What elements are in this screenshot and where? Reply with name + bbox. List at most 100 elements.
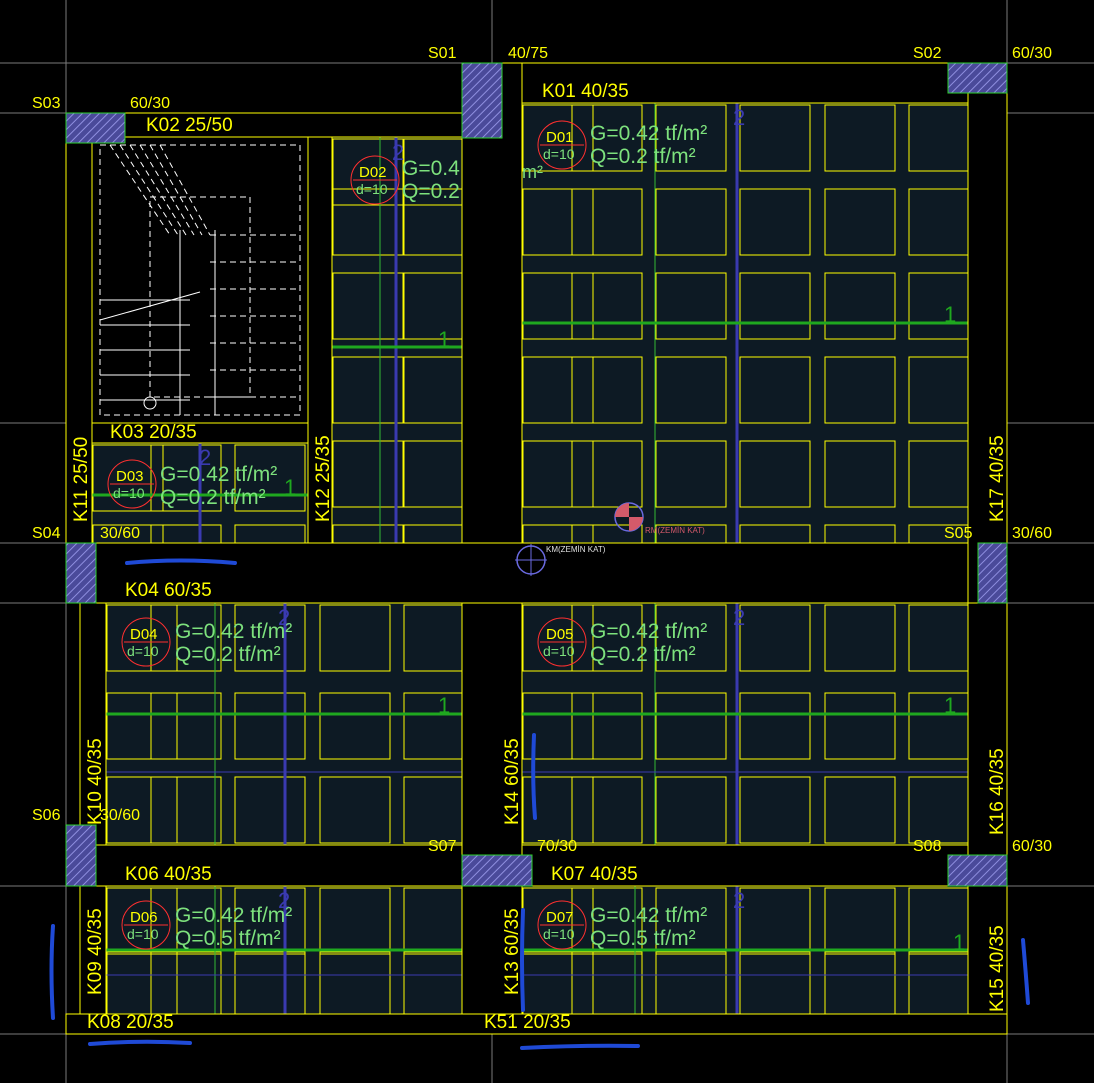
slab-grid-cell (824, 776, 896, 844)
direction-number: 2 (733, 105, 745, 130)
slab-live-load: Q=0.2 (402, 180, 460, 203)
slab-panel (106, 886, 462, 1014)
slab-grid-cell (332, 188, 404, 256)
slab-grid-cell (824, 692, 896, 760)
slab-grid-cell (571, 776, 643, 844)
S07-size: 70/30 (537, 838, 577, 855)
beam-outlines (65, 62, 1008, 1035)
slab-grid-cell (824, 356, 896, 424)
slab-dead-load: G=0.42 tf/m² (590, 620, 707, 643)
slab-id: D05 (546, 626, 574, 643)
slab-panel (522, 603, 968, 845)
slab-grid-cell (571, 440, 643, 508)
slab-grid-cell (571, 692, 643, 760)
slab-grid-cell (655, 524, 727, 543)
S02-size: 60/30 (1012, 45, 1052, 62)
direction-number: 2 (278, 605, 290, 630)
slab-thickness: d=10 (543, 146, 575, 162)
stair-winder (139, 144, 195, 236)
slab-grid-cell (319, 692, 391, 760)
slab-grid-cell (908, 692, 968, 760)
stair-landing (149, 196, 251, 398)
slab-grid-cell (403, 776, 462, 844)
direction-number: 2 (278, 888, 290, 913)
beam (967, 602, 1008, 1015)
slab-grid-cell (522, 272, 594, 340)
slab-live-load: Q=0.2 tf/m² (175, 643, 281, 666)
slab-grid-cell (319, 604, 391, 672)
S01-label: S01 (428, 45, 457, 62)
S01-size: 40/75 (508, 45, 548, 62)
slab-grid-cell (106, 604, 178, 672)
column-hatched (947, 62, 1008, 94)
slab-grid-cell (655, 951, 727, 1014)
S03-size: 60/30 (130, 95, 170, 112)
stair-winder (109, 144, 171, 236)
slab-grid-cell (332, 440, 404, 508)
direction-number: 2 (392, 140, 404, 165)
slab-grid-cell (908, 887, 968, 955)
slab-grid-cell (403, 951, 462, 1014)
slab-grid-cell (522, 692, 594, 760)
slab-panel (106, 603, 462, 845)
slab-grid-cell (655, 356, 727, 424)
slab-grid-cell (106, 692, 178, 760)
slab-id: D04 (130, 626, 158, 643)
slab-live-load: Q=0.2 tf/m² (590, 145, 696, 168)
slab-grid-cell (824, 951, 896, 1014)
slab-grid-cell (106, 951, 178, 1014)
stair-winder (159, 144, 211, 236)
level-markers: RM(ZEMİN KAT)KM(ZEMİN KAT) (515, 502, 705, 576)
slab-grid-cell (403, 604, 462, 672)
beam (79, 885, 107, 1015)
stair-winder (149, 144, 203, 236)
slab-grid-cell (739, 104, 811, 172)
beam (461, 62, 523, 544)
slab-grid-cell (150, 887, 222, 955)
S02-label: S02 (913, 45, 942, 62)
slab-grid-cell (332, 272, 404, 340)
slab-grid-cell (739, 776, 811, 844)
slab-grid-cell (150, 692, 222, 760)
slab-grid-cell (106, 887, 178, 955)
column-hatched (977, 542, 1008, 604)
beam-label: K07 40/35 (551, 864, 638, 885)
beam-label-vertical: K15 40/35 (987, 925, 1008, 1012)
direction-number: 1 (944, 693, 956, 718)
pen-stroke (531, 733, 537, 820)
slab-grid-cell (739, 188, 811, 256)
slab-id: D01 (546, 129, 574, 146)
slab-tag-circle (121, 900, 171, 950)
stair-drawing (91, 136, 309, 424)
slab-grid-cell (150, 524, 222, 543)
slab-grid-cell (332, 138, 404, 206)
slab-thickness: d=10 (127, 926, 159, 942)
slab-fill (522, 603, 968, 845)
S06-label: S06 (32, 807, 61, 824)
rm-marker-quadrant (615, 503, 629, 517)
slab-dead-load: G=0.42 tf/m² (175, 904, 292, 927)
slab-grid-cell (403, 887, 462, 955)
pen-stroke (88, 1039, 192, 1046)
km-label: KM(ZEMİN KAT) (546, 545, 606, 554)
stair-bg (92, 137, 308, 423)
slab-dead-load: G=0.42 tf/m² (590, 122, 707, 145)
slab-dead-load: G=0.42 tf/m² (590, 904, 707, 927)
slab-thickness: d=10 (127, 643, 159, 659)
slab-grid-cell (655, 188, 727, 256)
slab-id: D06 (130, 909, 158, 926)
slab-grid-cell (403, 440, 462, 508)
slab-grid-cell (319, 776, 391, 844)
beam-label-vertical: K12 25/35 (313, 435, 334, 522)
beam-label-vertical: K10 40/35 (85, 738, 106, 825)
slab-grid-cell (824, 524, 896, 543)
slab-grid-cell (150, 951, 222, 1014)
slab-grid-cell (824, 104, 896, 172)
slab-grid-cell (571, 604, 643, 672)
slab-thickness: d=10 (113, 485, 145, 501)
slab-grid-cell (739, 951, 811, 1014)
beam-label: K02 25/50 (146, 115, 233, 136)
slab-grid-cell (403, 692, 462, 760)
direction-number: 2 (733, 888, 745, 913)
S05-size: 30/60 (1012, 525, 1052, 542)
